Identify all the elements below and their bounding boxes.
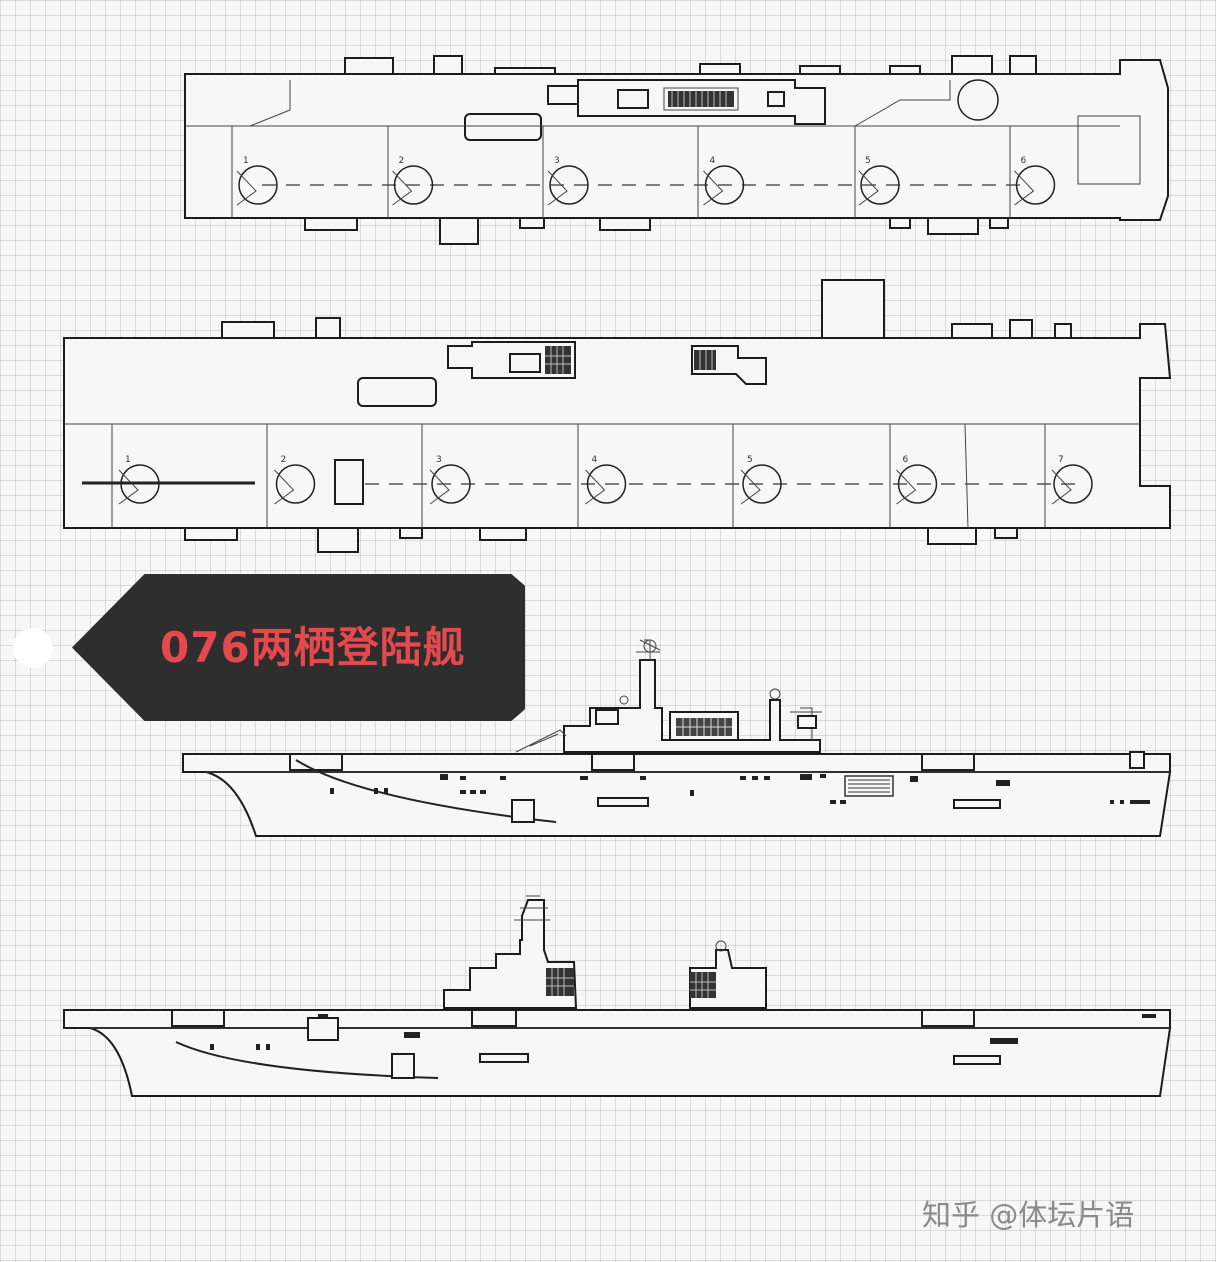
landing-spot-marker [274, 469, 295, 505]
ship-label: 076两栖登陆舰 [160, 623, 466, 672]
landing-spot-marker [1014, 170, 1035, 206]
landing-spot-marker [896, 469, 917, 505]
landing-spot-number: 3 [554, 156, 560, 166]
landing-spot-circle [393, 165, 434, 205]
landing-spot-number: 2 [281, 455, 287, 465]
landing-spot-number: 6 [903, 455, 909, 465]
landing-spot-number: 5 [747, 455, 753, 465]
spots-bottom: 1 2 3 4 5 6 7 [118, 455, 1093, 505]
landing-spot-number: 5 [865, 156, 871, 166]
portholes-a [330, 774, 1150, 804]
landing-spot-number: 2 [399, 156, 405, 166]
deck-plan-top: 1 2 3 4 5 6 [184, 55, 1169, 245]
side-profile-top [182, 639, 1172, 837]
landing-spot-marker [547, 170, 568, 206]
landing-spot-number: 4 [710, 156, 716, 166]
deck-plan-bottom: 1 2 3 4 5 6 7 [63, 279, 1172, 553]
landing-spot-marker [392, 170, 413, 206]
landing-spot-circle [860, 165, 900, 205]
landing-spot-circle [704, 165, 745, 205]
landing-spot-marker [1051, 469, 1072, 505]
landing-spot-circle [238, 165, 278, 205]
landing-spot-number: 6 [1021, 156, 1027, 166]
landing-spot-marker [703, 170, 724, 206]
landing-spot-marker [118, 469, 139, 505]
landing-spot-number: 3 [436, 455, 442, 465]
landing-spot-circle [275, 464, 316, 504]
island-grille-b1 [546, 968, 574, 996]
landing-spot-circle [120, 464, 160, 504]
portholes-b [210, 1014, 1156, 1050]
landing-spot-circle [742, 464, 782, 504]
landing-spot-marker [429, 469, 450, 505]
label-tag [72, 574, 525, 721]
landing-spot-circle [1015, 165, 1056, 205]
landing-spot-circle [897, 464, 938, 504]
landing-spot-circle [549, 165, 589, 205]
landing-spot-circle [431, 464, 471, 504]
landing-spot-marker [236, 170, 257, 206]
island-grille-b2 [690, 972, 716, 998]
watermark: 知乎 @体坛片语 [922, 1198, 1135, 1232]
landing-spot-number: 1 [125, 455, 131, 465]
landing-spot-marker [585, 469, 606, 505]
landing-spot-circle [1053, 464, 1093, 504]
landing-spot-number: 4 [592, 455, 598, 465]
white-dot [13, 628, 53, 668]
landing-spot-marker [740, 469, 761, 505]
side-profile-bottom [63, 895, 1172, 1097]
island-windows-a [676, 718, 732, 736]
spots-top: 1 2 3 4 5 6 [236, 156, 1056, 206]
landing-spot-number: 1 [243, 156, 249, 166]
landing-spot-marker [858, 170, 879, 206]
landing-spot-number: 7 [1058, 455, 1064, 465]
island-grille-top [668, 91, 734, 107]
landing-spot-circle [586, 464, 627, 504]
